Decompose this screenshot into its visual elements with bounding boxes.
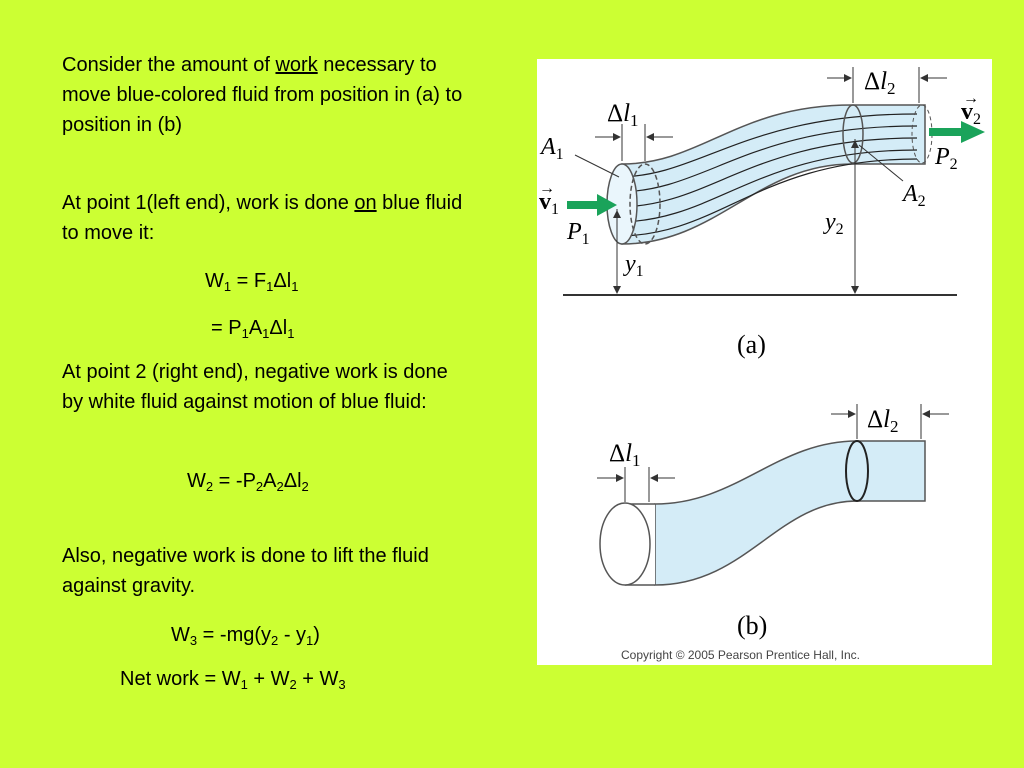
label-v1: v1 bbox=[539, 189, 559, 218]
diagram-b: Δl2 Δl1 (b) bbox=[597, 404, 949, 640]
work-underlined: work bbox=[275, 54, 318, 76]
equation-w3: W3 = -mg(y2 - y1) bbox=[171, 624, 320, 648]
point1-text-b: blue fluid to move it: bbox=[62, 192, 463, 244]
label-P1: P1 bbox=[566, 219, 590, 248]
intro-text-b: necessary to move blue-colored fluid fro… bbox=[62, 54, 463, 136]
paragraph-point2: At point 2 (right end), negative work is… bbox=[62, 361, 448, 413]
fluid-diagram-figure: Δl2 Δl1 A1 A2 v1 → P1 v2 → P2 y1 y2 (a) bbox=[537, 59, 992, 665]
equation-w1-expanded: = P1A1Δl1 bbox=[211, 317, 295, 341]
on-underlined: on bbox=[354, 192, 377, 214]
equation-w1: W1 = F1Δl1 bbox=[205, 270, 299, 294]
equation-w2: W2 = -P2A2Δl2 bbox=[187, 470, 309, 494]
point1-text-a: At point 1(left end), work is done bbox=[62, 192, 355, 214]
label-delta-l2-b: Δl2 bbox=[867, 406, 899, 436]
intro-text-a: Consider the amount of bbox=[62, 54, 276, 76]
dl1-section-a bbox=[629, 163, 661, 245]
svg-text:→: → bbox=[539, 180, 555, 197]
left-end-b bbox=[599, 502, 651, 586]
paragraph-gravity: Also, negative work is done to lift the … bbox=[62, 545, 429, 597]
svg-text:→: → bbox=[963, 90, 979, 107]
paragraph-point1: At point 1(left end), work is done on bl… bbox=[62, 188, 472, 248]
caption-a: (a) bbox=[737, 330, 766, 359]
label-A2: A2 bbox=[901, 181, 926, 210]
pipe-a bbox=[621, 104, 926, 245]
right-ring-a bbox=[842, 104, 864, 164]
flow-arrow-out bbox=[929, 121, 985, 143]
equation-net-work: Net work = W1 + W2 + W3 bbox=[120, 668, 346, 692]
pipe-b bbox=[654, 440, 926, 586]
paragraph-intro: Consider the amount of work necessary to… bbox=[62, 50, 472, 140]
label-delta-l1-b: Δl1 bbox=[609, 440, 641, 470]
right-ring-b bbox=[845, 440, 869, 502]
flow-arrow-in bbox=[567, 194, 617, 216]
label-v2: v2 bbox=[961, 99, 981, 128]
caption-b: (b) bbox=[737, 611, 767, 640]
copyright-notice: Copyright © 2005 Pearson Prentice Hall, … bbox=[621, 648, 860, 662]
label-delta-l1-a: Δl1 bbox=[607, 100, 639, 130]
label-y2: y2 bbox=[823, 209, 844, 238]
label-P2: P2 bbox=[934, 144, 958, 173]
label-delta-l2-a: Δl2 bbox=[864, 68, 896, 98]
label-y1: y1 bbox=[623, 251, 644, 280]
diagram-a: Δl2 Δl1 A1 A2 v1 → P1 v2 → P2 y1 y2 (a) bbox=[539, 67, 985, 359]
label-A1: A1 bbox=[539, 134, 564, 163]
